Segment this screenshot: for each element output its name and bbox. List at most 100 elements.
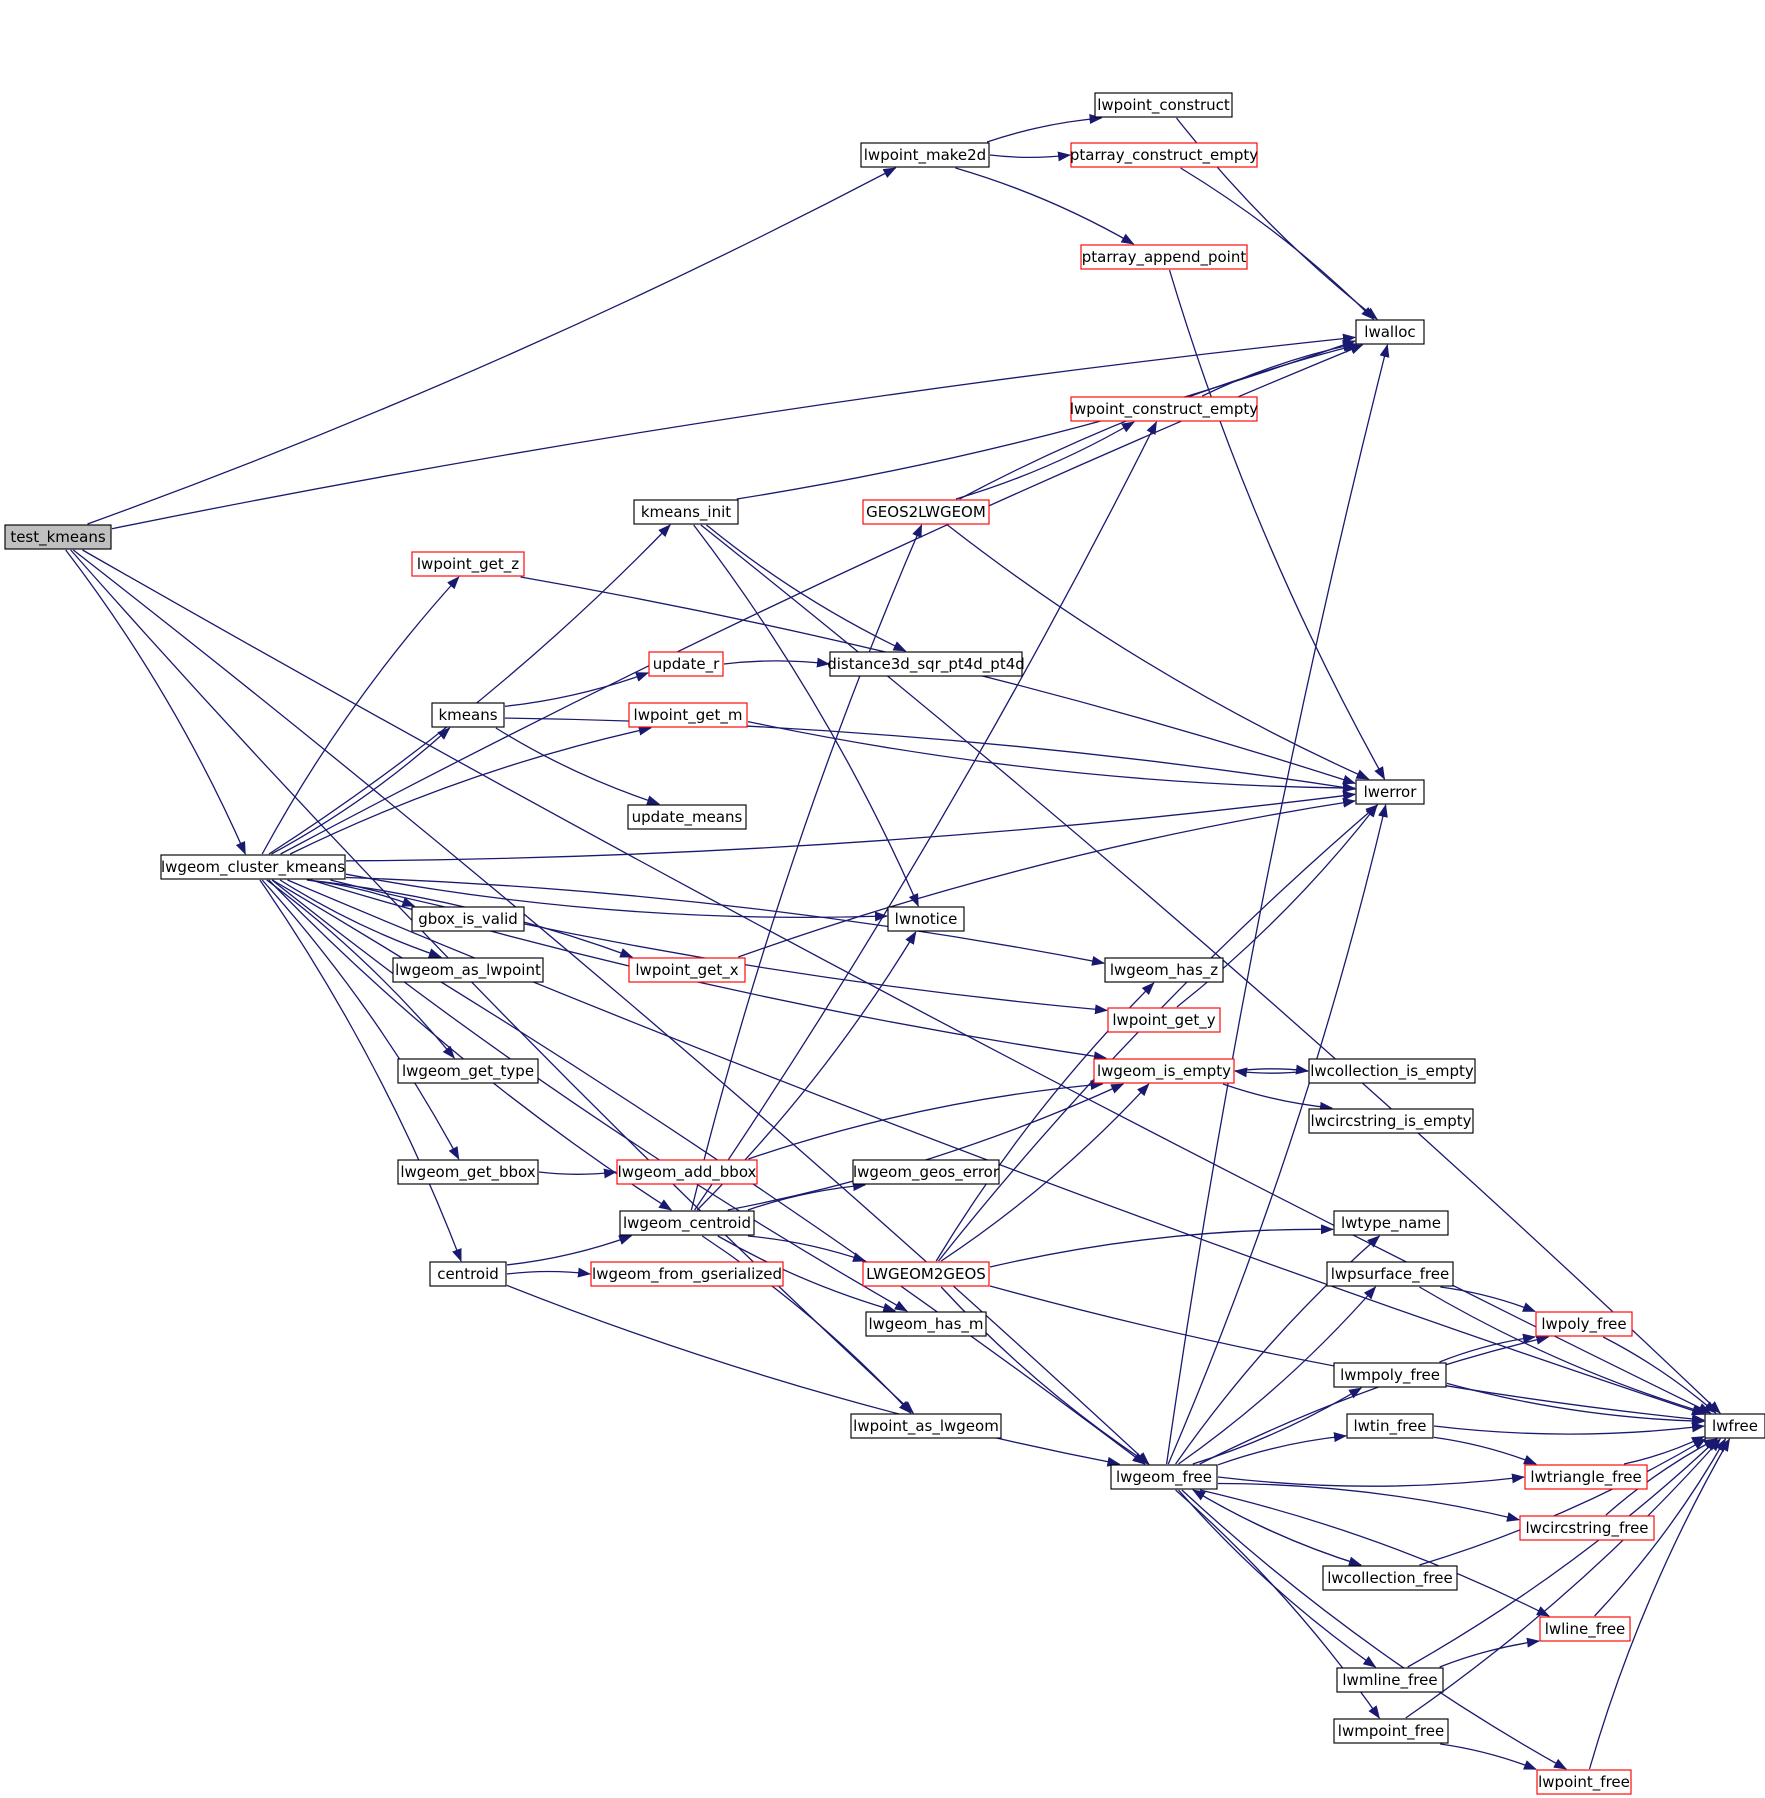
node-label-lwcircstring_free: lwcircstring_free [1525, 1519, 1648, 1538]
node-label-lwgeom_free: lwgeom_free [1116, 1468, 1212, 1487]
node-box-test_kmeans [4, 524, 112, 550]
node-label-lwpoint_get_y: lwpoint_get_y [1112, 1011, 1215, 1030]
node-lwpoint_get_m[interactable]: lwpoint_get_m [628, 702, 748, 728]
edge-lwgeom_cluster_kmeans-to-lwgeom_has_m [271, 879, 908, 1312]
node-centroid[interactable]: centroid [429, 1261, 507, 1287]
node-lwpoint_get_y[interactable]: lwpoint_get_y [1107, 1007, 1221, 1033]
node-lwcollection_free[interactable]: lwcollection_free [1322, 1565, 1458, 1591]
edge-ptarray_append_point-to-lwerror [1168, 269, 1386, 780]
node-kmeans_init[interactable]: kmeans_init [633, 499, 739, 525]
node-kmeans[interactable]: kmeans [431, 702, 505, 728]
node-lwpoint_make2d[interactable]: lwpoint_make2d [860, 142, 990, 168]
edge-lwgeom_get_bbox-to-lwgeom_add_bbox [538, 1168, 617, 1179]
edge-lwgeom_free-to-lwpoly_free [1199, 1334, 1550, 1465]
node-update_r[interactable]: update_r [648, 651, 724, 677]
node-lwerror[interactable]: lwerror [1355, 779, 1425, 805]
node-lwpoint_free[interactable]: lwpoint_free [1536, 1769, 1632, 1795]
node-lwgeom_get_bbox[interactable]: lwgeom_get_bbox [397, 1159, 539, 1185]
node-label-lwline_free: lwline_free [1545, 1620, 1626, 1639]
node-lwgeom_geos_error[interactable]: lwgeom_geos_error [852, 1159, 1000, 1185]
node-lwgeom_add_bbox[interactable]: lwgeom_add_bbox [616, 1159, 758, 1185]
node-box-GEOS2LWGEOM [862, 499, 990, 525]
node-box-kmeans [431, 702, 505, 728]
node-lwmpoly_free[interactable]: lwmpoly_free [1333, 1362, 1447, 1388]
edge-lwmpoint_free-to-lwfree [1405, 1438, 1721, 1719]
node-box-lwpoint_construct [1094, 92, 1233, 118]
node-lwmline_free[interactable]: lwmline_free [1336, 1667, 1444, 1693]
node-lwpoint_get_z[interactable]: lwpoint_get_z [411, 551, 525, 577]
node-label-lwgeom_centroid: lwgeom_centroid [623, 1214, 751, 1233]
node-lwpoint_construct_empty[interactable]: lwpoint_construct_empty [1070, 396, 1258, 422]
node-lwgeom_has_m[interactable]: lwgeom_has_m [865, 1311, 987, 1337]
node-lwtriangle_free[interactable]: lwtriangle_free [1524, 1464, 1648, 1490]
node-lwgeom_as_lwpoint[interactable]: lwgeom_as_lwpoint [392, 957, 544, 983]
node-label-lwpoint_as_lwgeom: lwpoint_as_lwgeom [853, 1417, 999, 1436]
edge-centroid-to-lwgeom_from_gserialized [506, 1267, 591, 1278]
node-lwpoint_construct[interactable]: lwpoint_construct [1094, 92, 1233, 118]
node-lwmpoint_free[interactable]: lwmpoint_free [1333, 1718, 1449, 1744]
node-box-lwgeom_add_bbox [616, 1159, 758, 1185]
edge-lwpoint_get_y-to-lwerror [1176, 804, 1378, 1008]
node-lwcircstring_free[interactable]: lwcircstring_free [1519, 1515, 1655, 1541]
node-lwnotice[interactable]: lwnotice [887, 906, 965, 932]
node-lwpsurface_free[interactable]: lwpsurface_free [1326, 1261, 1454, 1287]
node-lwfree[interactable]: lwfree [1704, 1413, 1765, 1439]
node-lwgeom_is_empty[interactable]: lwgeom_is_empty [1093, 1058, 1235, 1084]
node-lwcollection_is_empty[interactable]: lwcollection_is_empty [1308, 1058, 1476, 1084]
node-lwgeom_from_gserialized[interactable]: lwgeom_from_gserialized [590, 1261, 784, 1287]
node-box-ptarray_construct_empty [1070, 142, 1258, 168]
node-box-kmeans_init [633, 499, 739, 525]
node-box-lwpoint_make2d [860, 142, 990, 168]
node-box-lwmline_free [1336, 1667, 1444, 1693]
edge-lwpoly_free-to-lwfree [1602, 1336, 1717, 1414]
node-box-lwgeom_centroid [619, 1210, 755, 1236]
node-box-lwpoint_free [1536, 1769, 1632, 1795]
node-lwline_free[interactable]: lwline_free [1539, 1616, 1631, 1642]
node-label-lwalloc: lwalloc [1364, 323, 1415, 341]
edge-lwpoint_free-to-lwfree [1588, 1438, 1731, 1770]
node-lwtin_free[interactable]: lwtin_free [1346, 1413, 1434, 1439]
node-lwgeom_cluster_kmeans[interactable]: lwgeom_cluster_kmeans [160, 854, 346, 880]
edge-lwmline_free-to-lwfree [1407, 1438, 1719, 1668]
node-ptarray_append_point[interactable]: ptarray_append_point [1080, 244, 1248, 270]
node-test_kmeans[interactable]: test_kmeans [4, 524, 112, 550]
node-lwtype_name[interactable]: lwtype_name [1333, 1210, 1449, 1236]
node-lwgeom_free[interactable]: lwgeom_free [1110, 1464, 1218, 1490]
node-label-lwcollection_is_empty: lwcollection_is_empty [1310, 1062, 1474, 1081]
edge-lwpoint_make2d-to-ptarray_append_point [955, 167, 1135, 245]
node-lwgeom_get_type[interactable]: lwgeom_get_type [397, 1058, 539, 1084]
node-lwpoint_as_lwgeom[interactable]: lwpoint_as_lwgeom [850, 1413, 1002, 1439]
edge-lwpsurface_free-to-lwpoly_free [1440, 1286, 1536, 1313]
node-lwgeom_has_z[interactable]: lwgeom_has_z [1104, 957, 1224, 983]
node-label-lwpoly_free: lwpoly_free [1541, 1315, 1626, 1334]
edge-kmeans_init-to-lwnotice [693, 524, 919, 907]
edge-lwgeom_free-to-lwerror [1167, 804, 1388, 1465]
node-lwpoint_get_x[interactable]: lwpoint_get_x [628, 957, 746, 983]
node-box-lwcollection_free [1322, 1565, 1458, 1591]
node-label-lwpoint_get_x: lwpoint_get_x [635, 961, 738, 980]
edges-layer [65, 114, 1731, 1770]
edge-lwgeom_cluster_kmeans-to-lwpoint_get_z [261, 576, 460, 855]
node-box-lwline_free [1539, 1616, 1631, 1642]
node-lwalloc[interactable]: lwalloc [1355, 319, 1425, 345]
node-lwgeom_centroid[interactable]: lwgeom_centroid [619, 1210, 755, 1236]
node-label-lwgeom_from_gserialized: lwgeom_from_gserialized [592, 1265, 782, 1284]
node-gbox_is_valid[interactable]: gbox_is_valid [411, 906, 525, 932]
node-label-lwpoint_make2d: lwpoint_make2d [864, 146, 986, 165]
node-label-test_kmeans: test_kmeans [10, 528, 106, 547]
node-label-ptarray_append_point: ptarray_append_point [1082, 248, 1247, 267]
node-GEOS2LWGEOM[interactable]: GEOS2LWGEOM [862, 499, 990, 525]
edge-LWGEOM2GEOS-to-lwtype_name [989, 1224, 1334, 1268]
edge-kmeans_init-to-distance3d_sqr_pt4d_pt4d [706, 524, 907, 652]
node-distance3d_sqr_pt4d_pt4d[interactable]: distance3d_sqr_pt4d_pt4d [827, 651, 1025, 677]
node-box-lwgeom_free [1110, 1464, 1218, 1490]
node-ptarray_construct_empty[interactable]: ptarray_construct_empty [1070, 142, 1258, 168]
node-label-lwgeom_has_m: lwgeom_has_m [868, 1315, 983, 1334]
node-update_means[interactable]: update_means [627, 804, 747, 830]
node-LWGEOM2GEOS[interactable]: LWGEOM2GEOS [862, 1261, 990, 1287]
node-label-lwgeom_geos_error: lwgeom_geos_error [853, 1163, 1000, 1182]
node-lwpoly_free[interactable]: lwpoly_free [1535, 1311, 1633, 1337]
node-lwcircstring_is_empty[interactable]: lwcircstring_is_empty [1308, 1108, 1474, 1134]
edge-lwgeom_cluster_kmeans-to-lwpoint_get_m [289, 725, 652, 855]
